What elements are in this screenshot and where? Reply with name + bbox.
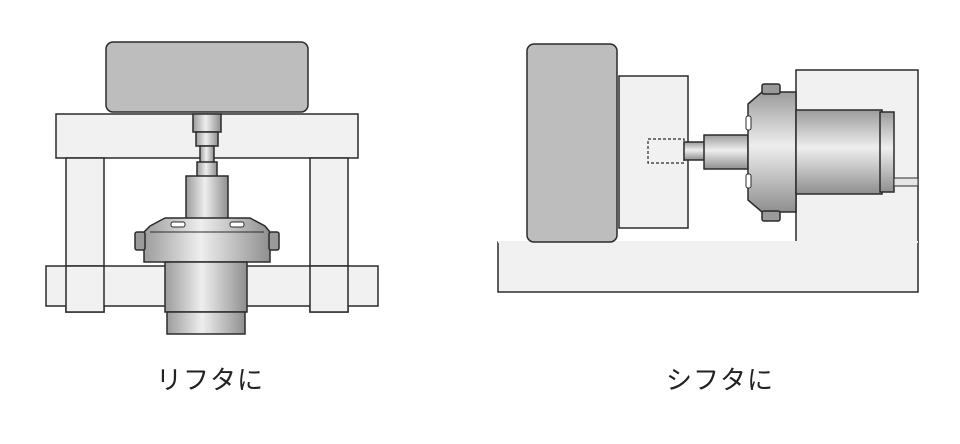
- shifter-shaft: [683, 141, 707, 161]
- lifter-motor-flange: [143, 217, 271, 263]
- lifter-motor-body: [164, 261, 248, 313]
- lifter-coupling: [192, 113, 222, 133]
- shifter-illustration: [497, 43, 919, 293]
- shifter-motor-flange: [747, 91, 797, 213]
- lifter-load-block: [105, 41, 309, 113]
- caption-lifter: リフタに: [155, 366, 265, 396]
- shifter-load-block: [526, 43, 618, 243]
- shifter-carriage: [618, 75, 689, 229]
- shifter-shaft-housing: [703, 134, 749, 170]
- caption-shifter: シフタに: [665, 366, 775, 396]
- lifter-illustration: [45, 41, 379, 335]
- shifter-base-plate: [497, 241, 919, 293]
- shifter-motor-body: [795, 109, 883, 195]
- lifter-shaft-housing: [185, 175, 229, 221]
